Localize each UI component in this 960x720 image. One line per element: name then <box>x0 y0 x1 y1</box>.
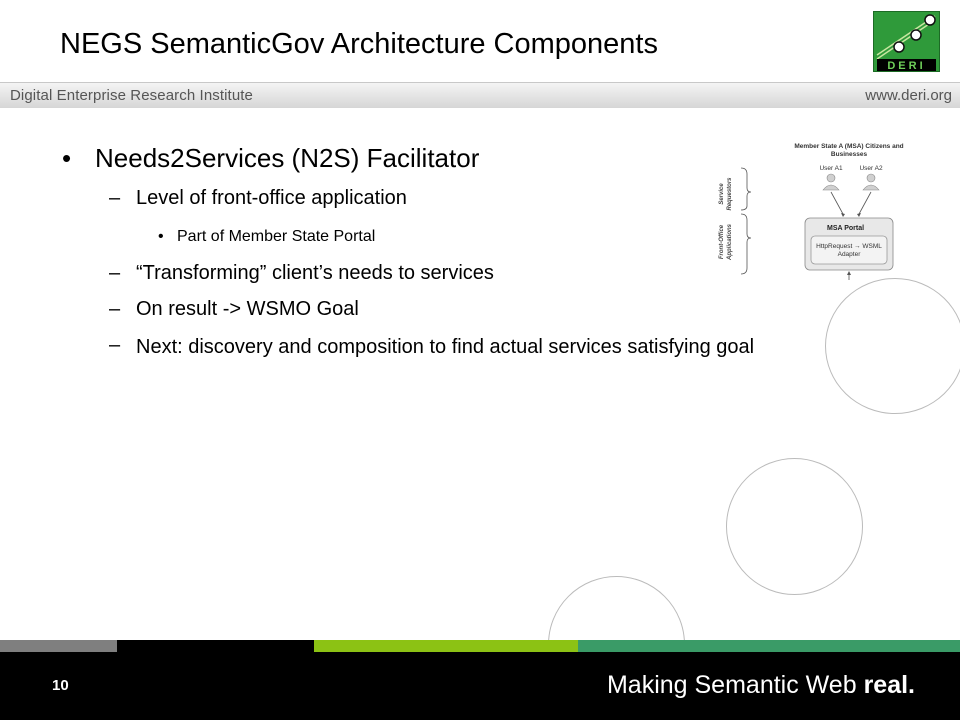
color-strip-grey <box>0 640 117 652</box>
bullet-text: Level of front-office application <box>136 187 407 209</box>
tagline-regular: Making Semantic Web <box>606 671 864 699</box>
dash-mark: – <box>109 187 121 209</box>
adapter-line-2: Adapter <box>838 251 862 258</box>
footer-tagline: Making Semantic Web real. <box>607 671 915 700</box>
adapter-line-1: HttpRequest → WSML <box>816 243 882 250</box>
institute-name: Digital Enterprise Research Institute <box>10 87 253 104</box>
tagline-bold: real. <box>863 671 915 699</box>
color-strip-black <box>117 640 314 652</box>
diagram-heading-1: Member State A (MSA) Citizens and <box>794 143 903 150</box>
architecture-diagram: Member State A (MSA) Citizens and Busine… <box>719 143 904 280</box>
user-icon <box>862 173 880 191</box>
logo-text: DERI <box>887 60 925 72</box>
side-label-frontoffice-2: Applications <box>727 223 733 261</box>
side-label-requestors-1: Service <box>719 183 725 205</box>
decorative-circle <box>726 458 863 595</box>
diagram-user-a2: User A2 <box>859 165 883 172</box>
bullet-mark: • <box>62 143 72 173</box>
color-strip-green <box>578 640 960 652</box>
bullet-text: Part of Member State Portal <box>177 228 376 245</box>
diagram-heading-2: Businesses <box>831 151 868 158</box>
dash-mark: – <box>109 262 121 284</box>
bullet-text: “Transforming” client’s needs to service… <box>136 262 494 284</box>
deri-logo: DERI <box>873 11 940 72</box>
website-url: www.deri.org <box>865 87 952 104</box>
decorative-circle <box>825 278 960 414</box>
portal-title: MSA Portal <box>827 225 864 232</box>
color-strip-lime <box>314 640 578 652</box>
bullet-mark: • <box>158 228 164 245</box>
dash-mark: – <box>109 334 121 356</box>
user-icon <box>822 173 840 191</box>
footer-bar <box>0 652 960 720</box>
bullet-text: Needs2Services (N2S) Facilitator <box>95 143 480 173</box>
page-number: 10 <box>52 677 69 694</box>
slide-title: NEGS SemanticGov Architecture Components <box>60 28 658 60</box>
dash-mark: – <box>109 298 121 320</box>
diagram-user-a1: User A1 <box>819 165 843 172</box>
side-label-frontoffice-1: Front-Office <box>719 224 725 259</box>
bullet-text: Next: discovery and composition to find … <box>136 336 755 358</box>
side-label-requestors-2: Requestors <box>727 177 733 211</box>
header-band: Digital Enterprise Research Institute ww… <box>0 82 960 108</box>
bullet-text: On result -> WSMO Goal <box>136 298 359 320</box>
